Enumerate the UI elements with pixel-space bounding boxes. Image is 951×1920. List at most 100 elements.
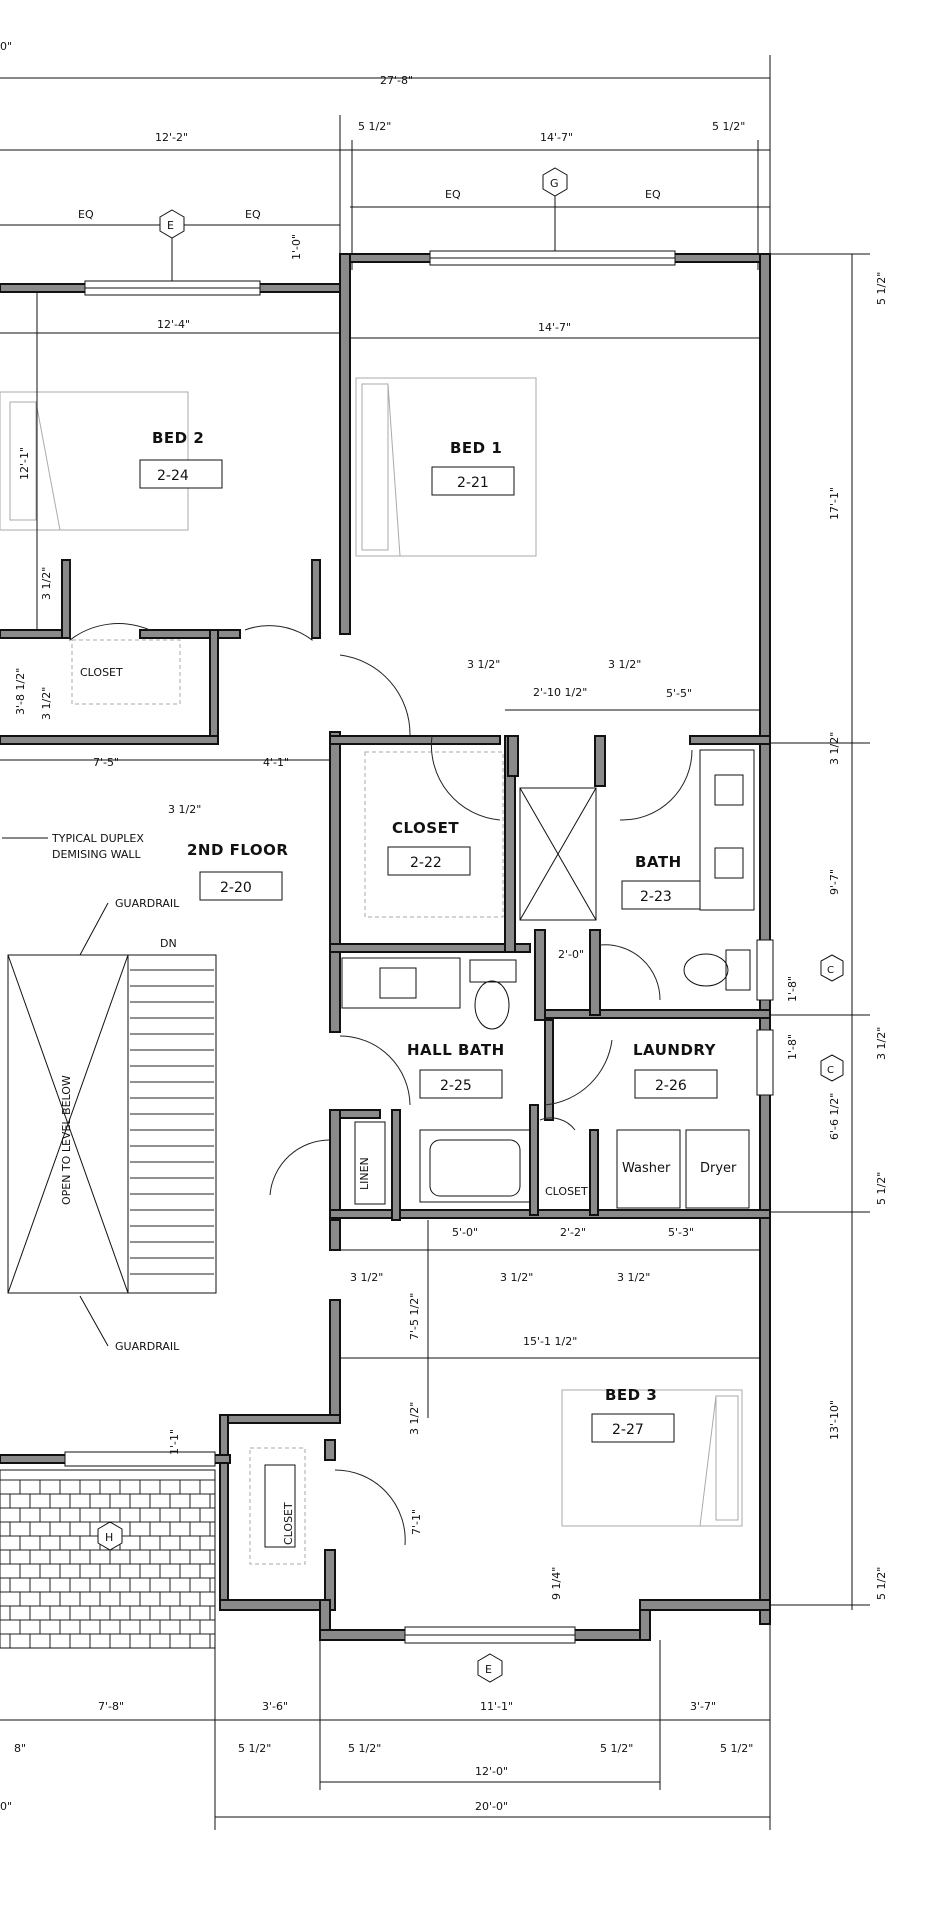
dim-bed2-height: 12'-1" (18, 447, 31, 480)
dim-right-5-half-c: 5 1/2" (875, 1567, 888, 1600)
dim-three-half-3: 3 1/2" (467, 658, 500, 671)
room-closet-bed3: CLOSET (282, 1502, 295, 1545)
dim-bot-5-half-c: 5 1/2" (600, 1742, 633, 1755)
room-bath-tag: 2-23 (640, 889, 672, 905)
marker-h-label: H (105, 1531, 113, 1544)
dim-7-5-half: 7'-5 1/2" (408, 1293, 421, 1340)
room-bath-name: BATH (635, 853, 682, 871)
dim-bot-3-6: 3'-6" (262, 1700, 288, 1713)
bottom-dimensions: 7'-8" 3'-6" 11'-1" 3'-7" 5 1/2" 5 1/2" 5… (0, 1620, 771, 1830)
note-demising-2: DEMISING WALL (52, 848, 142, 861)
room-laundry-name: LAUNDRY (633, 1041, 717, 1059)
note-guardrail-bottom: GUARDRAIL (115, 1340, 180, 1353)
dim-right-5-half-b: 5 1/2" (875, 1172, 888, 1205)
furniture (0, 377, 755, 1565)
dim-4-1: 4'-1" (263, 756, 289, 769)
marker-e-bottom-label: E (485, 1663, 492, 1676)
room-hall-bath: HALL BATH 2-25 (407, 1041, 505, 1099)
dim-right-3-half-b: 3 1/2" (875, 1027, 888, 1060)
dim-three-half-4: 3 1/2" (608, 658, 641, 671)
room-closet-main-tag: 2-22 (410, 855, 442, 871)
interior-dimensions: 12'-4" 14'-7" 12'-1" 3'-8 1/2" 3 1/2" 3 … (0, 292, 760, 1600)
dim-bed2-width: 12'-4" (157, 318, 190, 331)
dim-bed1-width: 14'-7" (538, 321, 571, 334)
washer-label: Washer (622, 1161, 671, 1176)
dryer-box (685, 1129, 750, 1209)
dim-bot-5-half-d: 5 1/2" (720, 1742, 753, 1755)
dim-small-1: 1'-0" (290, 234, 303, 260)
dim-three-half-5: 3 1/2" (168, 803, 201, 816)
room-hall-bath-tag: 2-25 (440, 1078, 472, 1094)
dim-three-half-1: 3 1/2" (40, 567, 53, 600)
dim-bot-20-0: 20'-0" (475, 1800, 508, 1813)
marker-c-1: C (820, 954, 844, 982)
eq-right-2: EQ (645, 188, 661, 201)
note-demising-1: TYPICAL DUPLEX (51, 832, 144, 845)
room-bath: BATH 2-23 (621, 853, 701, 910)
dim-top-right: 14'-7" (540, 131, 573, 144)
room-bed3: BED 3 2-27 (591, 1386, 675, 1443)
dim-closet-h: 3'-8 1/2" (14, 668, 27, 715)
room-bed1: BED 1 2-21 (431, 439, 515, 496)
dim-5-3: 5'-3" (668, 1226, 694, 1239)
dim-bot-12-0: 12'-0" (475, 1765, 508, 1778)
dim-right-1-8-b: 1'-8" (786, 1034, 799, 1060)
room-2nd-floor: 2ND FLOOR 2-20 (187, 841, 289, 901)
dryer-label: Dryer (700, 1161, 737, 1176)
marker-c-1-label: C (827, 965, 834, 976)
room-bed2: BED 2 2-24 (139, 429, 223, 489)
room-linen: LINEN (358, 1157, 371, 1190)
dim-three-half-6: 3 1/2" (350, 1271, 383, 1284)
dim-bot-5-half-b: 5 1/2" (348, 1742, 381, 1755)
dim-right-17-1: 17'-1" (828, 487, 841, 520)
dim-three-half-2: 3 1/2" (40, 687, 53, 720)
dim-right-5-half-a: 5 1/2" (875, 272, 888, 305)
eq-left-1: EQ (78, 208, 94, 221)
room-bed3-name: BED 3 (605, 1386, 657, 1404)
note-open-below: OPEN TO LEVEL BELOW (60, 1075, 73, 1205)
dim-right-3-half-a: 3 1/2" (828, 732, 841, 765)
dim-bot-edge-0: 0" (0, 1800, 12, 1813)
room-laundry-tag: 2-26 (655, 1078, 687, 1094)
dim-right-9-7: 9'-7" (828, 869, 841, 895)
dim-bot-7-8: 7'-8" (98, 1700, 124, 1713)
windows (64, 250, 774, 1644)
room-closet-main-name: CLOSET (392, 819, 459, 837)
dim-right-13-10: 13'-10" (828, 1400, 841, 1440)
dim-2-0: 2'-0" (558, 948, 584, 961)
dim-bed3-width: 15'-1 1/2" (523, 1335, 577, 1348)
dim-top-left: 12'-2" (155, 131, 188, 144)
dim-closet-gap: 2'-10 1/2" (533, 686, 587, 699)
dim-bot-11-1: 11'-1" (480, 1700, 513, 1713)
marker-c-2: C (820, 1054, 844, 1082)
room-floor-name: 2ND FLOOR (187, 841, 289, 859)
roof-shingles (0, 1469, 216, 1649)
marker-e-bottom: E (477, 1653, 503, 1683)
eq-left-2: EQ (245, 208, 261, 221)
dim-9-quarter: 9 1/4" (550, 1567, 563, 1600)
room-bed1-name: BED 1 (450, 439, 502, 457)
marker-h: H (97, 1521, 123, 1551)
dim-2-2: 2'-2" (560, 1226, 586, 1239)
note-dn: DN (160, 937, 177, 950)
room-hall-bath-name: HALL BATH (407, 1041, 505, 1059)
dim-1-1: 1'-1" (168, 1429, 181, 1455)
dim-bot-5-half-a: 5 1/2" (238, 1742, 271, 1755)
room-closet-main: CLOSET 2-22 (387, 819, 471, 876)
room-bed3-tag: 2-27 (612, 1422, 644, 1438)
dim-top-gap-a: 5 1/2" (358, 120, 391, 133)
doors (69, 560, 693, 1546)
note-guardrail-top: GUARDRAIL (115, 897, 180, 910)
room-bed2-tag: 2-24 (157, 468, 189, 484)
room-closet-small: CLOSET (80, 666, 123, 679)
washer-box (616, 1129, 681, 1209)
room-closet-laundry: CLOSET (545, 1185, 588, 1198)
dim-bot-3-7: 3'-7" (690, 1700, 716, 1713)
marker-e-top-label: E (167, 219, 174, 232)
room-bed1-tag: 2-21 (457, 475, 489, 491)
room-laundry: LAUNDRY 2-26 (633, 1041, 718, 1099)
dim-7-1: 7'-1" (410, 1509, 423, 1535)
dim-overall-top: 27'-8" (380, 74, 413, 87)
dim-right-6-6: 6'-6 1/2" (828, 1093, 841, 1140)
